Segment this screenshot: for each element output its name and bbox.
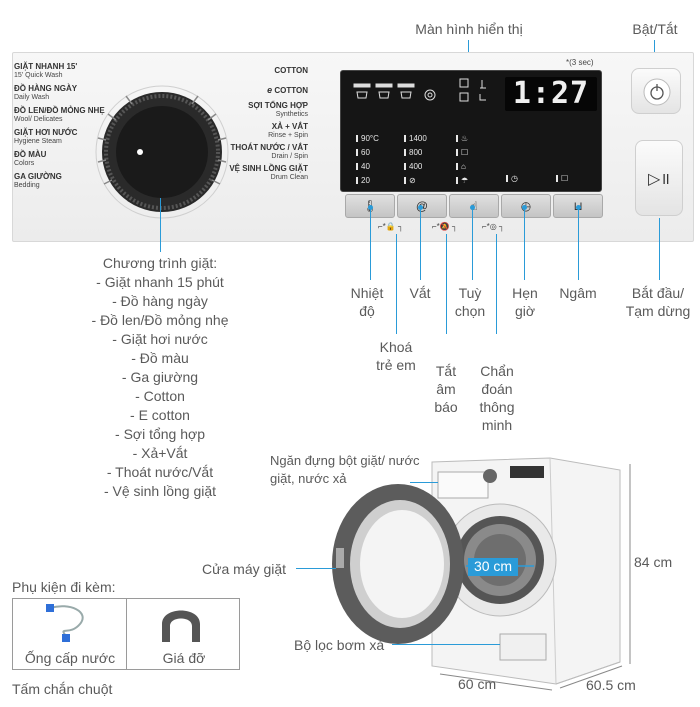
- spin-callout: Vắt: [409, 285, 431, 301]
- timer-button[interactable]: ◷: [501, 194, 551, 218]
- water-hose-icon: [46, 604, 84, 642]
- list-item: - Cotton: [135, 388, 185, 404]
- program-label: e COTTON: [267, 85, 308, 96]
- program-dial[interactable]: [92, 82, 232, 222]
- soak-indicator: ☐: [556, 174, 568, 183]
- list-item: - Thoát nước/Vắt: [106, 464, 214, 480]
- mute-callout: Tắt âm báo: [434, 363, 458, 415]
- power-button[interactable]: [631, 68, 681, 114]
- time-readout: 1:27: [505, 77, 597, 111]
- indicator-icons: [456, 78, 502, 106]
- temp-option: 20: [356, 174, 379, 188]
- temp-options: 90°C 60 40 20: [356, 132, 379, 188]
- list-item: - Sợi tổng hợp: [115, 426, 205, 442]
- accessories-title: Phụ kiện đi kèm:: [12, 579, 116, 595]
- spin-options: 1400 800 400 ⊘: [404, 132, 427, 188]
- program-list-title: Chương trình giặt:: [102, 255, 218, 271]
- accessory-extra: Tấm chắn chuột: [12, 681, 113, 697]
- list-item: - Vệ sinh lồng giặt: [103, 483, 217, 499]
- play-pause-icon: ▷॥: [648, 169, 670, 188]
- height-dimension: 84 cm: [634, 554, 673, 570]
- accessory-item: Ống cấp nước: [24, 650, 116, 666]
- mute-marker: ⌐*🔕 ┐: [432, 222, 458, 231]
- diagnosis-marker: ⌐*◎ ┐: [482, 222, 505, 231]
- power-callout: Bật/Tắt: [632, 21, 678, 37]
- list-item: - Xả+Vắt: [132, 445, 188, 461]
- display-callout: Màn hình hiển thị: [415, 21, 523, 37]
- spin-option: 1400: [404, 132, 427, 146]
- list-item: - Giặt hơi nước: [112, 331, 208, 347]
- option-callout: Tuỳ chọn: [454, 285, 486, 319]
- child-lock-callout: Khoá trẻ em: [376, 339, 416, 373]
- hold-note: *(3 sec): [566, 58, 594, 67]
- left-program-labels: GIẶT NHANH 15'15' Quick Wash ĐỒ HÀNG NGÀ…: [14, 62, 114, 190]
- power-icon: [643, 78, 671, 106]
- temp-callout: Nhiệt độ: [350, 285, 384, 319]
- child-lock-marker: ⌐*🔒 ┐: [378, 222, 404, 231]
- program-label: GIẶT NHANH 15'15' Quick Wash: [14, 62, 78, 79]
- stand-icon: [162, 610, 200, 642]
- list-item: - E cotton: [130, 407, 190, 423]
- drum-size: 30 cm: [473, 558, 513, 574]
- start-pause-button[interactable]: ▷॥: [635, 140, 683, 216]
- temp-option: 40: [356, 160, 379, 174]
- drawer-callout: Ngăn đựng bột giặt/ nước giặt, nước xả: [270, 453, 420, 486]
- list-item: - Giặt nhanh 15 phút: [96, 274, 224, 290]
- eco-icon: e: [267, 85, 273, 95]
- door-callout: Cửa máy giặt: [202, 561, 287, 577]
- spin-option: 400: [404, 160, 427, 174]
- option-icons: ♨☐⌂☂: [456, 132, 468, 188]
- list-item: - Đồ hàng ngày: [112, 293, 208, 309]
- spin-option: 800: [404, 146, 427, 160]
- soak-callout: Ngâm: [559, 285, 597, 301]
- start-callout: Bắt đầu/ Tạm dừng: [625, 285, 691, 319]
- no-spin-icon: ⊘: [404, 174, 427, 188]
- program-list: Chương trình giặt: - Giặt nhanh 15 phút …: [70, 254, 250, 501]
- timer-callout: Hẹn giờ: [512, 285, 538, 319]
- temp-option: 60: [356, 146, 379, 160]
- program-label: COTTON: [274, 66, 308, 75]
- washing-machine-illustration: [332, 457, 631, 691]
- depth-dimension: 60.5 cm: [586, 677, 636, 693]
- accessory-item: Giá đỡ: [162, 650, 206, 666]
- timer-indicator: ◷: [506, 174, 518, 183]
- cycle-status-icons: [352, 82, 452, 106]
- filter-callout: Bộ lọc bơm xả: [294, 637, 385, 653]
- list-item: - Đồ màu: [131, 350, 189, 366]
- temp-option: 90°C: [356, 132, 379, 146]
- width-dimension: 60 cm: [458, 676, 497, 692]
- diagnosis-callout: Chẩn đoán thông minh: [479, 363, 515, 433]
- list-item: - Đồ len/Đồ mỏng nhẹ: [91, 312, 229, 328]
- list-item: - Ga giường: [121, 369, 199, 385]
